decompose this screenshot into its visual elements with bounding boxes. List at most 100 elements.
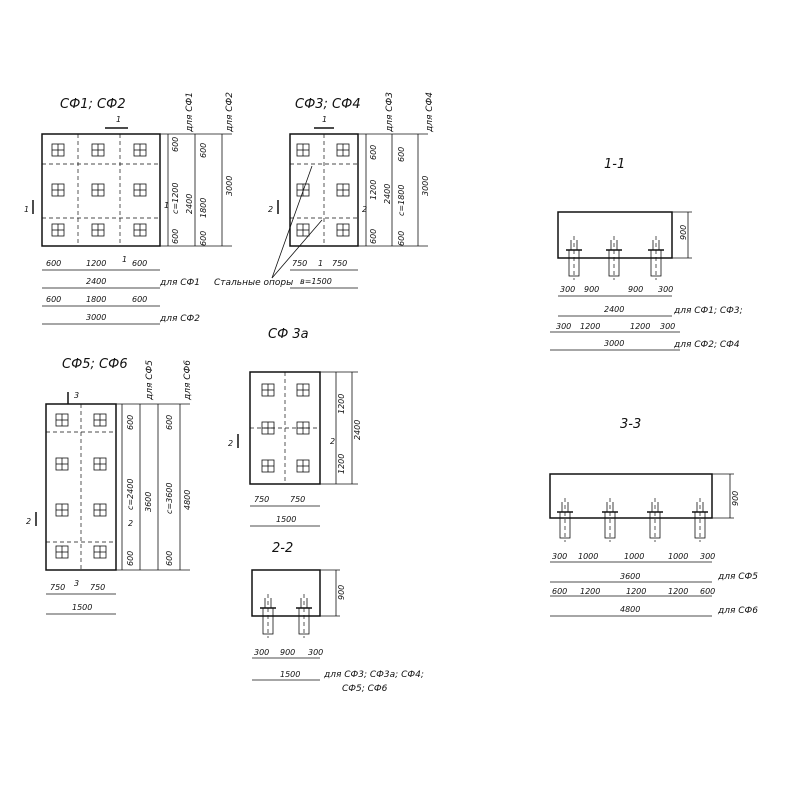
dim-label: 1000 [624, 552, 644, 561]
anchor-bolt-group [51, 143, 147, 237]
note-for-sf5-sf6: СФ5; СФ6 [342, 684, 388, 694]
dim-label: 1000 [668, 552, 688, 561]
section-mark-1: 1 [116, 115, 121, 124]
dim-label: 1200 [369, 180, 378, 200]
dim-label: 3000 [225, 176, 234, 196]
title-sf1-sf2: СФ1; СФ2 [60, 97, 126, 112]
dim-label: 2400 [383, 184, 392, 204]
dim-label: 300 [700, 552, 715, 561]
note-for-sf3: для СФ3 [385, 92, 395, 133]
dim-label: 2400 [185, 194, 194, 214]
dim-label: 600 [199, 143, 208, 158]
title-section-1-1: 1-1 [604, 157, 625, 172]
dim-label: 3600 [144, 492, 153, 512]
dim-label: 900 [280, 648, 295, 657]
note-for-sf2: для СФ2 [225, 92, 235, 133]
dim-label: 750 [290, 495, 305, 504]
dim-label: 900 [731, 491, 740, 506]
section-2-2: 2-2 900 300 900 300 1500 для СФ3; СФ3а; … [251, 541, 424, 694]
plan-sf3-sf4: СФ3; СФ4 1 1 2 2 600 1200 600 2400 600 с… [214, 92, 435, 289]
dim-label: с=3600 [165, 483, 174, 514]
dim-label: 600 [46, 295, 61, 304]
dim-label: 3600 [620, 572, 640, 581]
section-1-outline [557, 211, 673, 259]
note-for-sf5: для СФ5 [145, 360, 155, 401]
dim-label: 750 [292, 259, 307, 268]
dim-label: 1200 [337, 454, 346, 474]
note-for-sf5: для СФ5 [717, 572, 758, 582]
dim-label: 1200 [580, 322, 600, 331]
dim-label: 4800 [620, 605, 640, 614]
section-mark-2: 2 [26, 517, 31, 526]
dim-label: 2400 [604, 305, 624, 314]
dim-label: 1000 [578, 552, 598, 561]
dim-label: 600 [199, 231, 208, 246]
dim-label: 1200 [86, 259, 106, 268]
dim-label: 900 [337, 585, 346, 600]
dim-label: 300 [254, 648, 269, 657]
section-mark-2: 2 [268, 205, 273, 214]
section-mark-1: 1 [164, 201, 169, 210]
dim-label: 1500 [276, 515, 296, 524]
dim-label: 1500 [280, 670, 300, 679]
section-mark-2: 2 [128, 519, 133, 528]
note-for-sf2: для СФ2 [159, 314, 200, 324]
dim-label: 600 [132, 259, 147, 268]
anchor-bolt-group [296, 143, 350, 237]
dim-label: 1500 [72, 603, 92, 612]
dim-label: 600 [369, 229, 378, 244]
plan-sf5-sf6: СФ5; СФ6 3 3 2 2 600 с=2400 600 3600 600… [26, 357, 193, 615]
section-mark-1: 1 [24, 205, 29, 214]
dim-label: с=1800 [397, 185, 406, 216]
note-for-sf3-sf3a-sf4: для СФ3; СФ3а; СФ4; [323, 670, 424, 680]
section-mark-1: 1 [122, 255, 127, 264]
dim-label: в=1500 [300, 277, 332, 286]
dim-label: 600 [700, 587, 715, 596]
plan-sf1-sf2: СФ1; СФ2 1 1 1 1 600 с=1200 600 2400 600… [24, 92, 235, 325]
dim-label: 1200 [580, 587, 600, 596]
note-for-sf1: для СФ1 [159, 278, 200, 288]
dim-label: 900 [628, 285, 643, 294]
dim-label: 600 [397, 147, 406, 162]
section-mark-3: 3 [74, 391, 79, 400]
dim-label: 750 [254, 495, 269, 504]
title-section-2-2: 2-2 [272, 541, 293, 556]
section-1-1: 1-1 900 300 900 900 300 2400 для СФ1; СФ… [550, 157, 743, 351]
dim-label: 1200 [630, 322, 650, 331]
dim-label: 1200 [626, 587, 646, 596]
dim-label: 300 [308, 648, 323, 657]
dim-label: 600 [369, 145, 378, 160]
dim-label: 600 [132, 295, 147, 304]
title-sf5-sf6: СФ5; СФ6 [62, 357, 128, 372]
dim-label: 1800 [199, 198, 208, 218]
plan-sf3a: СФ 3а 2 2 1200 1200 2400 750 750 1500 [228, 327, 362, 527]
section-mark-3: 3 [74, 579, 79, 588]
note-for-sf1: для СФ1 [185, 92, 195, 133]
plan-sf1-outline [41, 133, 161, 247]
note-for-sf6: для СФ6 [717, 606, 758, 616]
dim-label: 300 [658, 285, 673, 294]
section-mark-1: 1 [322, 115, 327, 124]
dim-label: 2400 [353, 420, 362, 440]
section-2-outline [251, 569, 321, 617]
dim-label: 750 [50, 583, 65, 592]
dim-label: 900 [584, 285, 599, 294]
dim-label: 600 [126, 551, 135, 566]
dim-label: 1200 [337, 394, 346, 414]
dim-label: 300 [560, 285, 575, 294]
dim-label: 300 [660, 322, 675, 331]
dim-label: 300 [556, 322, 571, 331]
section-3-outline [549, 473, 713, 519]
section-mark-2: 2 [330, 437, 335, 446]
title-sf3-sf4: СФ3; СФ4 [295, 97, 361, 112]
note-for-sf4: для СФ4 [425, 92, 435, 133]
note-for-sf2-sf4: для СФ2; СФ4 [673, 340, 740, 350]
dim-label: 300 [552, 552, 567, 561]
dim-label: 600 [171, 137, 180, 152]
dim-label: 750 [90, 583, 105, 592]
steel-supports-label: Стальные опоры [214, 278, 293, 288]
dim-label: 750 [332, 259, 347, 268]
dim-label: 600 [397, 231, 406, 246]
section-mark-1: 1 [318, 259, 323, 268]
